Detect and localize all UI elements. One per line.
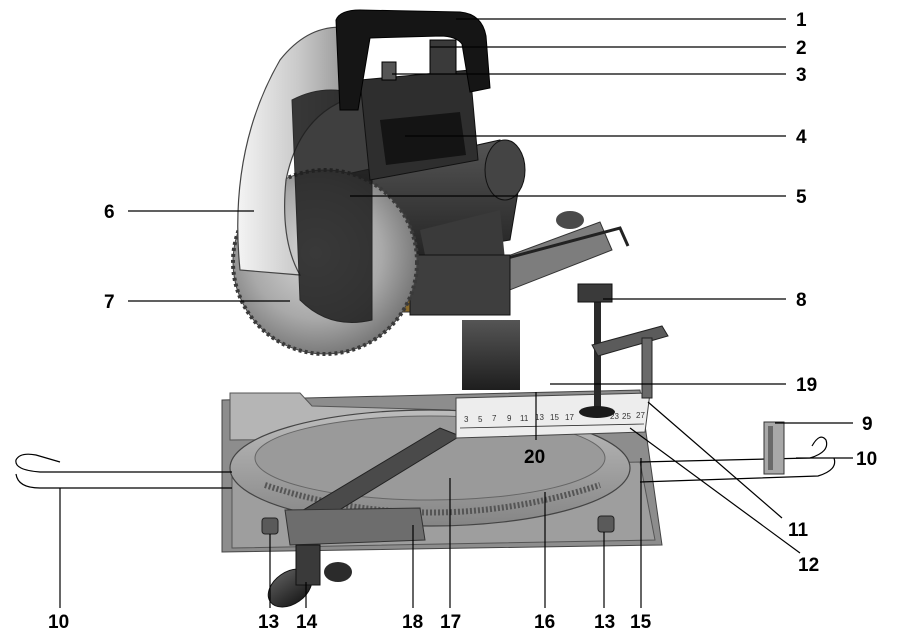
callout-6: 6 <box>104 202 115 223</box>
callout-2: 2 <box>796 38 807 59</box>
scale-tick: 5 <box>478 415 483 424</box>
callout-13-right: 13 <box>594 612 615 633</box>
callout-7: 7 <box>104 292 115 313</box>
table-arm-front <box>284 507 426 546</box>
lock-off-button <box>381 61 397 81</box>
extension-rod-left-2 <box>15 473 232 489</box>
callout-19: 19 <box>796 375 817 396</box>
lower-blade-guard <box>291 89 373 323</box>
foot-bolt-right <box>597 515 615 533</box>
callout-20: 20 <box>524 447 545 468</box>
callout-3: 3 <box>796 65 807 86</box>
callout-10-left: 10 <box>48 612 69 633</box>
miter-scale: 3 5 7 9 11 13 15 17 23 25 27 <box>455 392 651 439</box>
stop-bracket <box>763 421 785 475</box>
foot-bolt-left <box>261 517 279 535</box>
callout-1: 1 <box>796 10 807 31</box>
extension-rod-left <box>15 453 232 473</box>
callout-16: 16 <box>534 612 555 633</box>
callout-8: 8 <box>796 290 807 311</box>
scale-tick: 7 <box>492 414 497 423</box>
callout-4: 4 <box>796 127 807 148</box>
scale-tick: 13 <box>535 413 544 422</box>
callout-numbers: 1 2 3 4 5 6 7 8 9 10 10 11 12 13 14 18 1… <box>48 10 877 633</box>
scale-tick: 23 <box>610 412 619 421</box>
scale-tick: 27 <box>636 411 645 420</box>
turntable-inner <box>254 415 606 501</box>
scale-tick: 9 <box>507 414 512 423</box>
callout-5: 5 <box>796 187 807 208</box>
callout-12: 12 <box>798 555 819 576</box>
trigger-switch <box>429 39 457 75</box>
scale-tick: 11 <box>520 414 529 423</box>
callout-17: 17 <box>440 612 461 633</box>
scale-tick: 3 <box>464 415 469 424</box>
turntable-arc-scale <box>264 482 601 516</box>
scale-tick: 17 <box>565 413 574 422</box>
callout-11: 11 <box>788 520 809 541</box>
extension-rod-right <box>639 436 828 463</box>
saw-illustration: 3 5 7 9 11 13 15 17 23 25 27 <box>15 9 836 608</box>
main-handle <box>335 9 491 111</box>
extension-rod-right-2 <box>639 457 836 483</box>
pivot-column <box>462 320 520 390</box>
callout-10-right: 10 <box>856 449 877 470</box>
leader-lines <box>59 18 853 608</box>
callout-15: 15 <box>630 612 652 633</box>
scale-tick: 15 <box>550 413 559 422</box>
callout-13-left: 13 <box>258 612 279 633</box>
callout-18: 18 <box>402 612 423 633</box>
scale-tick: 25 <box>622 412 631 421</box>
callout-9: 9 <box>862 414 873 435</box>
callout-14: 14 <box>296 612 318 633</box>
